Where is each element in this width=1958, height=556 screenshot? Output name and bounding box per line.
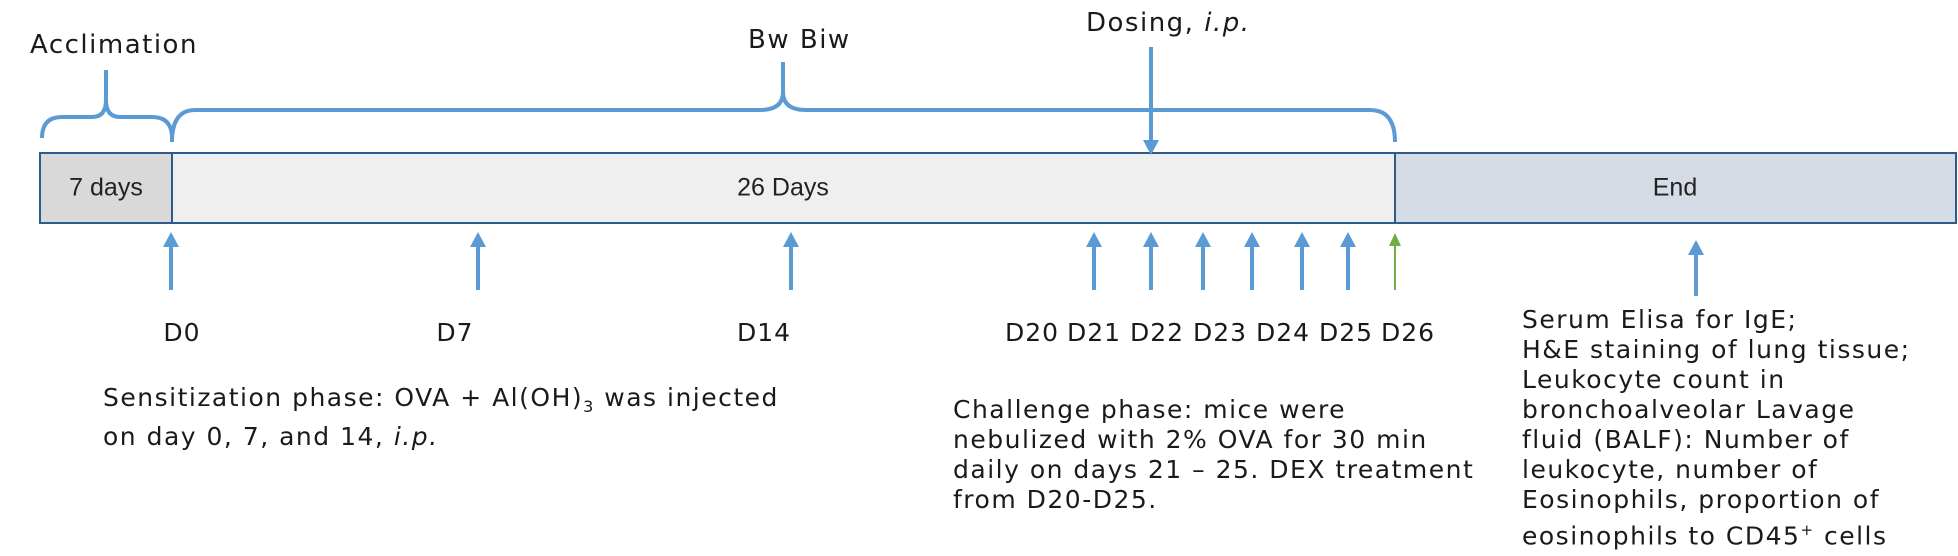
main-phase-segment-label: 26 Days [737,173,829,202]
sensitization-line-1: Sensitization phase: OVA + Al(OH)3 was i… [103,383,779,416]
arrow-d7 [470,232,486,290]
arrow-d21 [1143,232,1159,290]
arrow-d26 [1389,233,1401,290]
arrow-d20 [1086,232,1102,290]
main-phase-brace [170,62,1397,143]
challenge-line: daily on days 21 – 25. DEX treatment [953,455,1475,484]
endpoint-line: Serum Elisa for IgE; [1522,305,1798,334]
day-label-d0: D0 [163,318,201,347]
dosing-route: i.p. [1204,8,1251,38]
challenge-line: nebulized with 2% OVA for 30 min [953,425,1428,454]
acclimation-segment-label: 7 days [69,173,143,202]
day-label-d21: D21 [1066,318,1122,347]
endpoint-note: Serum Elisa for IgE; H&E staining of lun… [1522,305,1911,551]
arrow-d14 [783,232,799,290]
day-label-d20: D20 [1004,318,1060,347]
day-label-d26: D26 [1380,318,1436,347]
challenge-line: Challenge phase: mice were [953,395,1347,424]
endpoint-line: H&E staining of lung tissue; [1522,335,1911,364]
endpoint-line: Leukocyte count in [1522,365,1786,394]
end-segment [1394,152,1957,224]
sensitization-line-2: on day 0, 7, and 14, i.p. [103,422,439,451]
dosing-label-text: Dosing, [1086,8,1205,38]
day-label-d25: D25 [1318,318,1374,347]
dosing-label: Dosing, i.p. [1086,8,1250,38]
day-label-d23: D23 [1192,318,1248,347]
arrow-end [1688,240,1704,296]
acclimation-segment [39,152,173,224]
challenge-line: from D20-D25. [953,485,1158,514]
arrow-d0 [163,232,179,290]
bw-biw-label: Bw Biw [748,25,851,55]
dosing-arrow-head [1143,140,1159,155]
endpoint-line: leukocyte, number of [1522,455,1819,484]
end-segment-label: End [1652,173,1698,202]
endpoint-line: Eosinophils, proportion of [1522,485,1880,514]
sensitization-note: Sensitization phase: OVA + Al(OH)3 was i… [103,383,779,452]
endpoint-line: fluid (BALF): Number of [1522,425,1850,454]
acclimation-label: Acclimation [30,30,198,60]
day-label-d22: D22 [1129,318,1185,347]
day-label-d7: D7 [436,318,474,347]
day-label-d24: D24 [1255,318,1311,347]
acclimation-brace [40,70,174,139]
main-phase-segment [171,152,1396,224]
arrow-d22 [1195,232,1211,290]
day-label-d14: D14 [736,318,792,347]
arrow-d25 [1340,232,1356,290]
day-arrows [163,232,1704,296]
arrow-d24 [1294,232,1310,290]
arrow-d23 [1244,232,1260,290]
challenge-note: Challenge phase: mice were nebulized wit… [953,395,1474,515]
endpoint-line: eosinophils to CD45+ cells [1522,521,1888,551]
endpoint-line: bronchoalveolar Lavage [1522,395,1856,424]
